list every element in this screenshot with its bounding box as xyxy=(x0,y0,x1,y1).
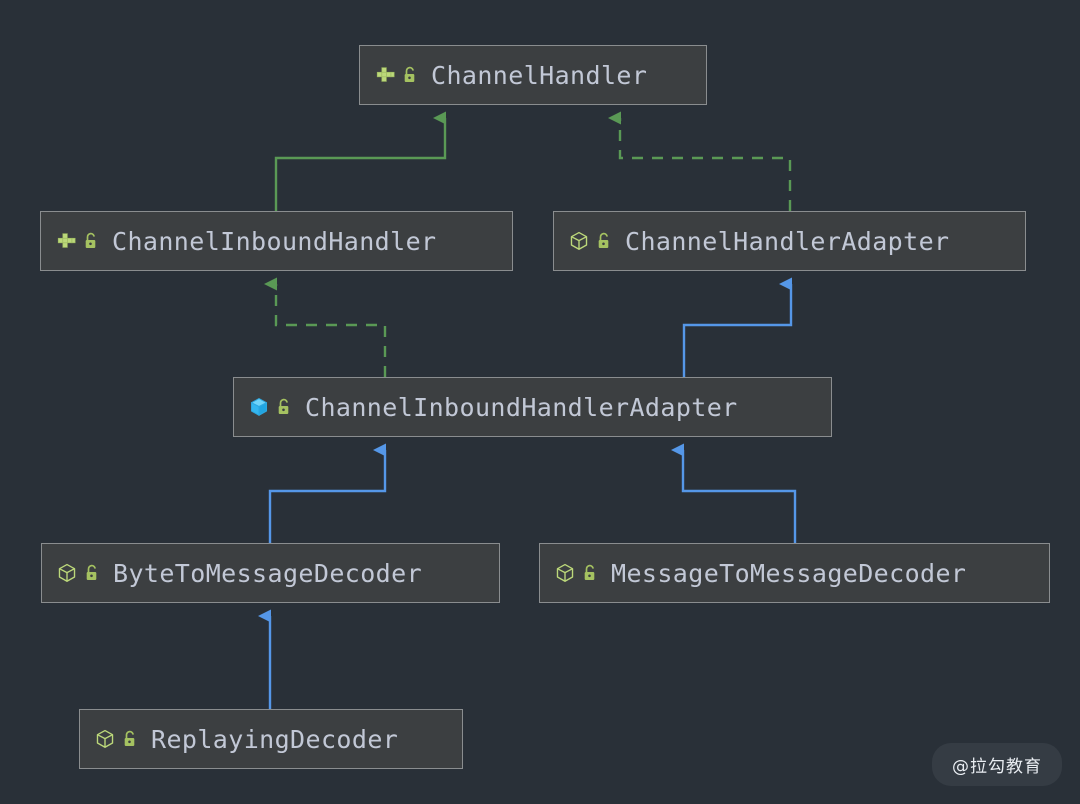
abstract-class-icon xyxy=(58,563,76,582)
abstract-class-icon xyxy=(556,563,574,582)
node-channel-inbound-handler-adapter[interactable]: ChannelInboundHandlerAdapter xyxy=(233,377,832,437)
unlocked-padlock-icon xyxy=(278,398,289,414)
node-label: ChannelInboundHandler xyxy=(112,226,437,256)
edge-handler-adapter-to-handler xyxy=(608,111,792,211)
node-byte-to-message-decoder[interactable]: ByteToMessageDecoder xyxy=(41,543,500,603)
unlocked-padlock-icon xyxy=(86,564,97,580)
class-icon xyxy=(250,398,268,416)
node-label: ReplayingDecoder xyxy=(151,724,399,754)
node-message-to-message-decoder[interactable]: MessageToMessageDecoder xyxy=(539,543,1050,603)
watermark: @拉勾教育 xyxy=(932,743,1062,786)
interface-icon xyxy=(376,67,395,82)
node-channel-inbound-handler[interactable]: ChannelInboundHandler xyxy=(40,211,513,271)
node-label: ChannelHandler xyxy=(431,60,648,90)
interface-icon xyxy=(57,233,76,248)
node-channel-handler[interactable]: ChannelHandler xyxy=(359,45,707,105)
unlocked-padlock-icon xyxy=(598,232,609,248)
edge-message-decoder-to-inbound-adapter xyxy=(671,443,797,543)
unlocked-padlock-icon xyxy=(404,66,415,82)
node-label: ChannelInboundHandlerAdapter xyxy=(305,392,738,422)
abstract-class-icon xyxy=(570,231,588,250)
node-label: ChannelHandlerAdapter xyxy=(625,226,950,256)
edge-inbound-handler-to-handler xyxy=(274,111,447,211)
edge-inbound-adapter-to-inbound-handler xyxy=(264,277,387,377)
edge-inbound-adapter-to-handler-adapter xyxy=(682,277,793,377)
edge-byte-decoder-to-inbound-adapter xyxy=(268,443,387,543)
node-label: MessageToMessageDecoder xyxy=(611,558,967,588)
unlocked-padlock-icon xyxy=(85,232,96,248)
unlocked-padlock-icon xyxy=(124,730,135,746)
abstract-class-icon xyxy=(96,729,114,748)
node-channel-handler-adapter[interactable]: ChannelHandlerAdapter xyxy=(553,211,1026,271)
unlocked-padlock-icon xyxy=(584,564,595,580)
node-replaying-decoder[interactable]: ReplayingDecoder xyxy=(79,709,463,769)
node-label: ByteToMessageDecoder xyxy=(113,558,423,588)
